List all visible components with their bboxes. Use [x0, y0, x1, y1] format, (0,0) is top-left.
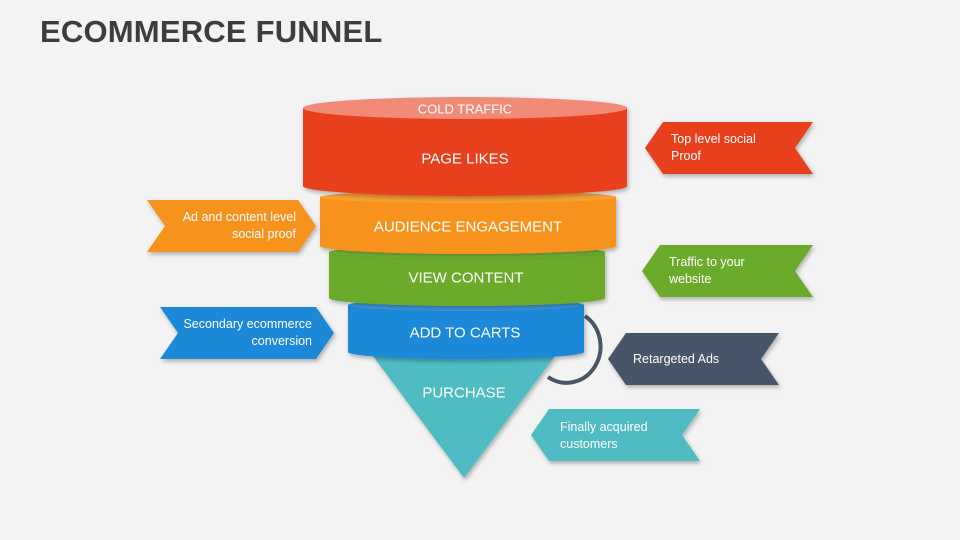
callout-traffic-shape — [642, 245, 813, 297]
stage-purchase-shape — [373, 356, 555, 478]
stage-audience-engagement-label: AUDIENCE ENGAGEMENT — [373, 218, 563, 236]
page-title: ECOMMERCE FUNNEL — [40, 14, 383, 49]
callout-acquired-label: Finally acquired customers — [560, 420, 648, 451]
callout-secondary-label: Secondary ecommerce conversion — [183, 317, 312, 348]
callout-ad-content-shape — [147, 200, 316, 252]
stage-cold-traffic-label: COLD TRAFFIC — [417, 101, 513, 117]
stage-page-likes-shape — [303, 97, 627, 196]
callout-top-level-shape — [645, 122, 813, 174]
callout-top-level-label: Top level social Proof — [671, 132, 756, 163]
stage-page-likes-label: PAGE LIKES — [421, 150, 509, 168]
callout-acquired-shape — [531, 409, 700, 461]
callout-retargeted-label: Retargeted Ads — [633, 352, 720, 366]
callout-traffic-label: Traffic to your website — [669, 255, 745, 286]
callout-retargeted-shape — [608, 333, 779, 385]
stage-view-content-label: VIEW CONTENT — [408, 269, 524, 287]
stage-purchase-label: PURCHASE — [422, 384, 506, 402]
callout-ad-content-label: Ad and content level social proof — [182, 210, 296, 241]
retarget-loop-arc — [546, 314, 603, 385]
callout-secondary-shape — [160, 307, 334, 359]
stage-add-to-carts-label: ADD TO CARTS — [409, 324, 521, 342]
